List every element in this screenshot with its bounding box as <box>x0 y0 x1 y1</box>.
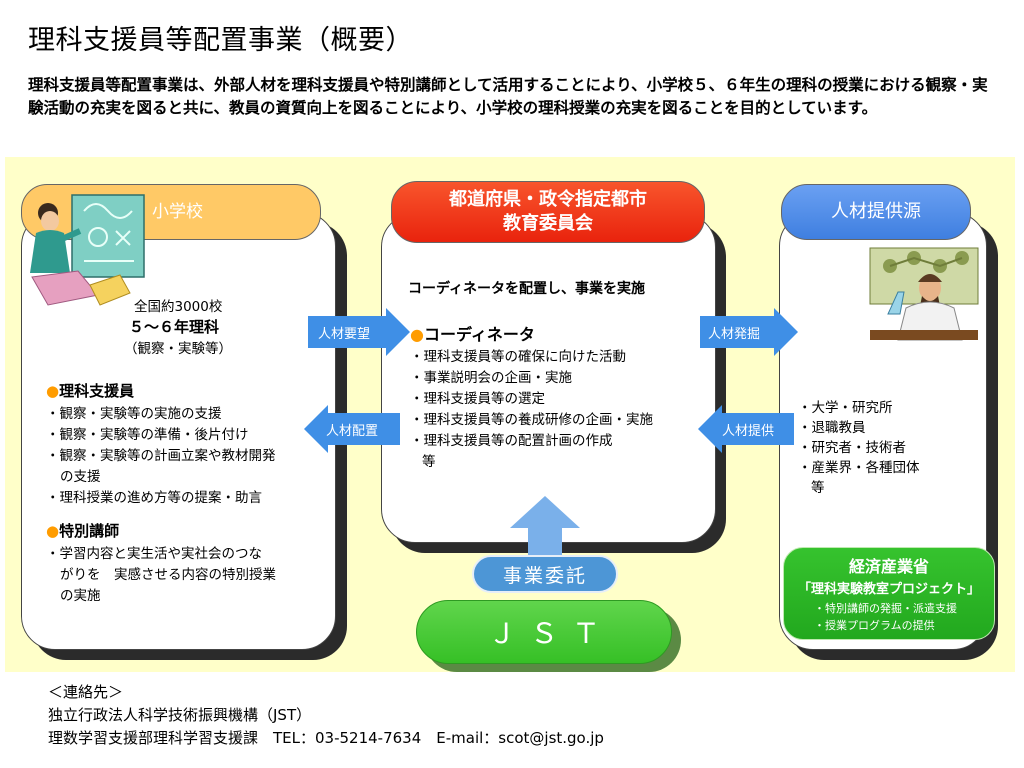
commission-badge: 事業委託 <box>472 555 618 593</box>
request-arrow-label: 人材要望 <box>318 326 371 342</box>
school-header-label: 小学校 <box>152 202 203 222</box>
source-header-label: 人材提供源 <box>831 201 921 222</box>
board-card <box>381 213 716 543</box>
placement-arrow: 人材配置 <box>304 405 400 453</box>
supporter-item: ・観察・実験等の準備・後片付け <box>46 427 249 443</box>
contact-block: ＜連絡先＞ 独立行政法人科学技術振興機構（JST） 理数学習支援部理科学習支援課… <box>48 681 604 750</box>
meti-items: ・特別講師の発掘・派遣支援 ・授業プログラムの提供 <box>814 600 957 634</box>
coordinator-item: ・理科支援員等の配置計画の作成 <box>410 433 613 449</box>
lecturer-item: がりを 実感させる内容の特別授業 <box>60 567 276 583</box>
source-item: ・大学・研究所 <box>798 400 893 416</box>
board-header-line2: 教育委員会 <box>503 213 593 234</box>
school-grade-note: （観察・実験等） <box>124 341 232 357</box>
meti-project: 「理科実験教室プロジェクト」 <box>797 582 980 597</box>
board-lead: コーディネータを配置し、事業を実施 <box>408 281 646 297</box>
discovery-arrow-label: 人材発掘 <box>708 326 761 342</box>
placement-arrow-label: 人材配置 <box>326 423 379 439</box>
contact-dept: 理数学習支援部理科学習支援課 TEL：03-5214-7634 E-mail：s… <box>48 729 604 747</box>
school-header: 小学校 <box>21 184 321 240</box>
bullet-dot-icon: ● <box>410 325 424 344</box>
teacher-clipart-icon <box>30 194 145 306</box>
board-header: 都道府県・政令指定都市 教育委員会 <box>391 181 705 243</box>
scientist-clipart-icon <box>869 247 979 341</box>
supporter-title: ●理科支援員 <box>46 382 135 400</box>
coordinator-item: ・理科支援員等の確保に向けた活動 <box>410 349 626 365</box>
coordinator-item: ・理科支援員等の選定 <box>410 391 545 407</box>
lecturer-item: ・学習内容と実生活や実社会のつな <box>46 546 262 562</box>
contact-heading: ＜連絡先＞ <box>48 683 124 701</box>
meti-item: ・特別講師の発掘・派遣支援 <box>814 602 957 615</box>
source-item: ・退職教員 <box>798 420 866 436</box>
meti-box: 経済産業省 「理科実験教室プロジェクト」 ・特別講師の発掘・派遣支援 ・授業プロ… <box>783 547 995 640</box>
supporter-item: ・観察・実験等の計画立案や教材開発 <box>46 448 276 464</box>
contact-org: 独立行政法人科学技術振興機構（JST） <box>48 706 312 724</box>
jst-badge: ＪＳＴ <box>416 600 672 664</box>
supporter-item: ・理科授業の進め方等の提案・助言 <box>46 490 262 506</box>
school-grade: ５～６年理科 <box>129 318 220 336</box>
bullet-dot-icon: ● <box>46 522 60 540</box>
meti-name: 経済産業省 <box>848 557 929 576</box>
commission-up-arrow <box>510 496 580 558</box>
coordinator-title: ●コーディネータ <box>410 325 535 344</box>
lecturer-item: の実施 <box>60 588 101 604</box>
source-item: ・産業界・各種団体 <box>798 460 920 476</box>
board-header-line1: 都道府県・政令指定都市 <box>449 189 647 210</box>
intro-text: 理科支援員等配置事業は、外部人材を理科支援員や特別講師として活用することにより、… <box>28 76 988 117</box>
supporter-item: の支援 <box>60 469 101 485</box>
meti-item: ・授業プログラムの提供 <box>814 619 935 632</box>
coordinator-item: ・事業説明会の企画・実施 <box>410 370 572 386</box>
coordinator-item: ・理科支援員等の養成研修の企画・実施 <box>410 412 653 428</box>
provision-arrow: 人材提供 <box>698 405 794 453</box>
supporter-item: ・観察・実験等の実施の支援 <box>46 406 222 422</box>
source-item: ・研究者・技術者 <box>798 440 906 456</box>
discovery-arrow: 人材発掘 <box>700 308 798 356</box>
source-header: 人材提供源 <box>781 184 971 240</box>
source-item: 等 <box>811 480 825 496</box>
page-title: 理科支援員等配置事業（概要） <box>28 25 413 56</box>
bullet-dot-icon: ● <box>46 382 60 400</box>
provision-arrow-label: 人材提供 <box>722 423 775 439</box>
school-count: 全国約3000校 <box>134 299 223 315</box>
lecturer-title: ●特別講師 <box>46 522 120 540</box>
request-arrow: 人材要望 <box>308 308 410 356</box>
coordinator-item: 等 <box>422 454 436 470</box>
